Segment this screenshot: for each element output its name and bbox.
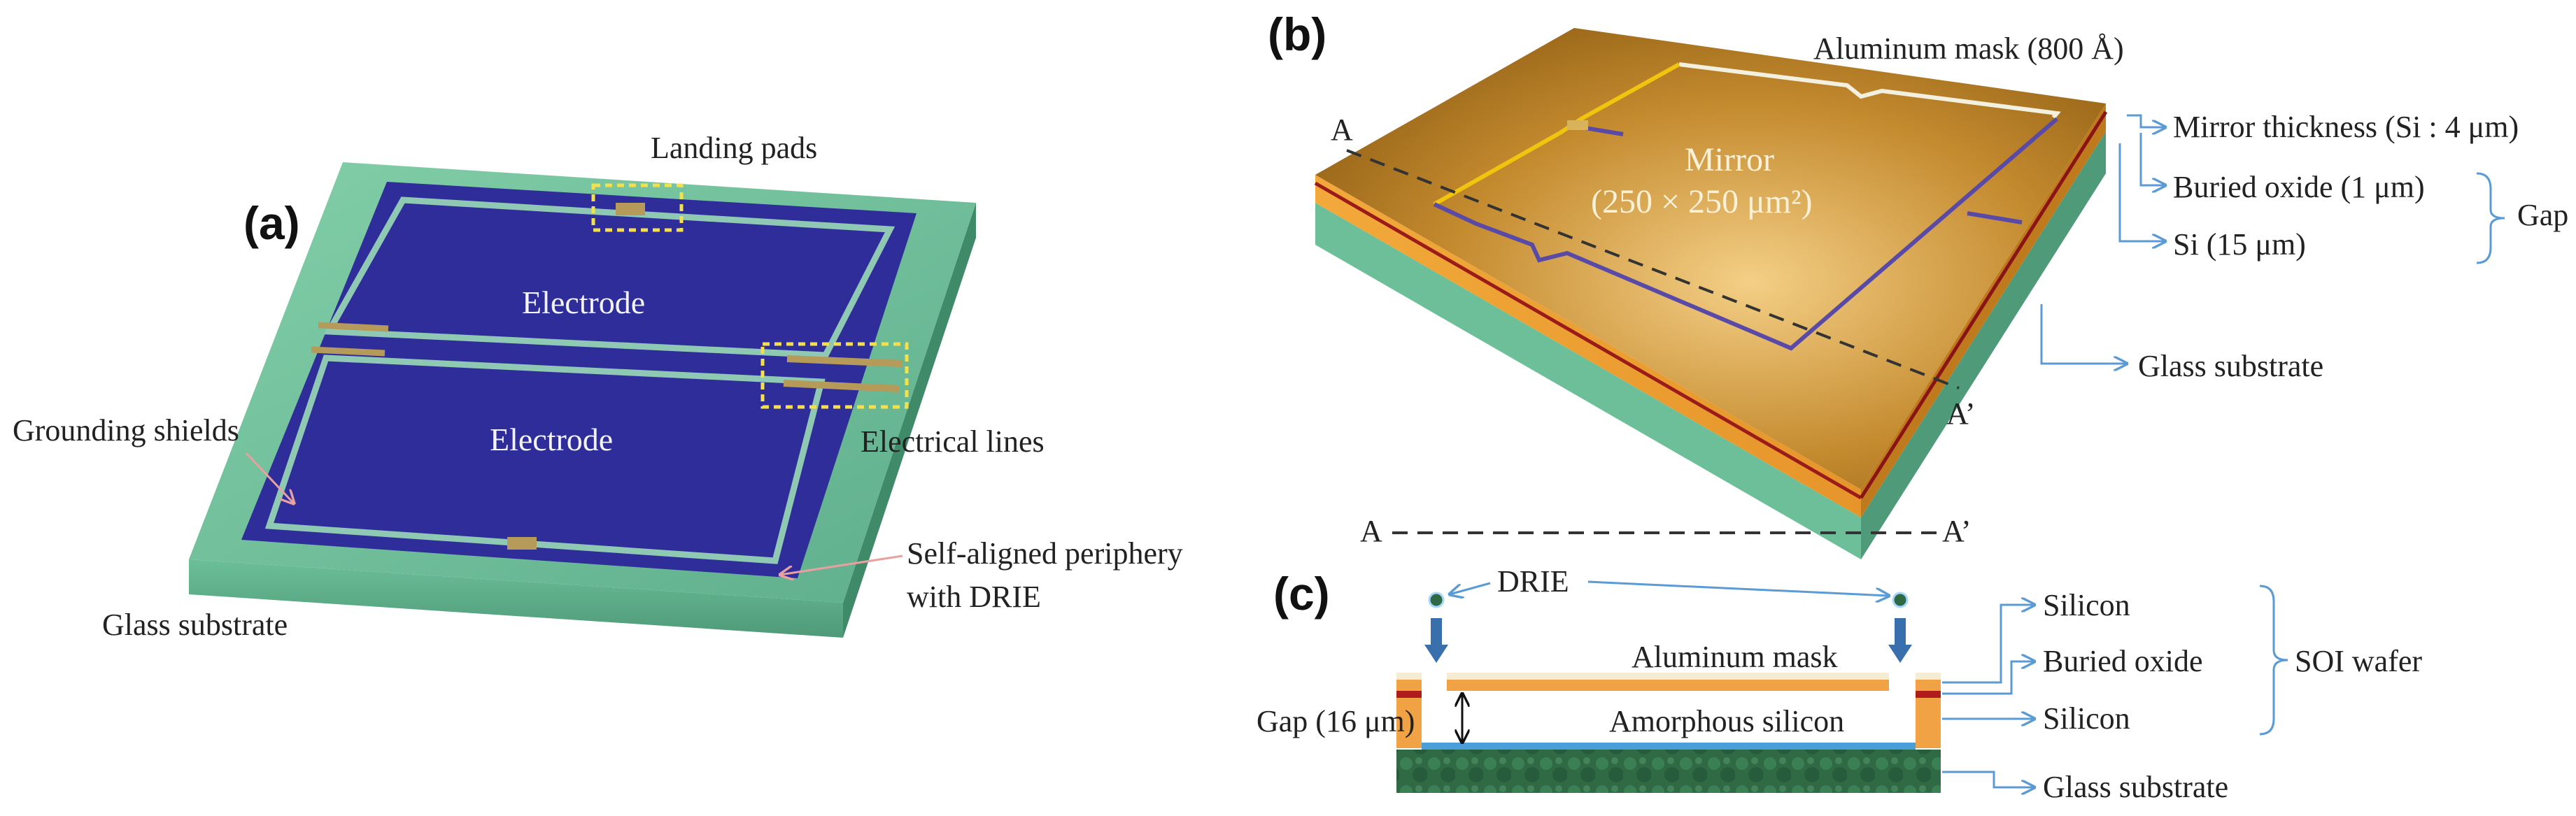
electrical-lines-label: Electrical lines (861, 424, 1045, 459)
amorphous-silicon-layer (1422, 743, 1916, 750)
panel-c: A A’ (c) DRIE Aluminum mask Amorphous si… (1257, 514, 2422, 804)
drie-arrow-right-head (1888, 645, 1912, 663)
buried-oxide-leader-b (2139, 133, 2165, 185)
panel-b: (b) Aluminum mask (800 Å) Mirror (250 × … (1268, 8, 2568, 559)
amorphous-silicon-label: Amorphous silicon (1609, 704, 1844, 738)
panel-b-label: (b) (1268, 8, 1326, 60)
glass-substrate-label-a: Glass substrate (102, 608, 288, 642)
electrode-bottom-label: Electrode (490, 422, 613, 457)
drie-source-right (1892, 592, 1909, 608)
mirror-silicon-right (1916, 680, 1941, 691)
buried-oxide-leader-c (1942, 661, 2034, 695)
chip-glass-right (1861, 131, 2106, 559)
electrical-line-1 (786, 355, 903, 367)
mirror-outline-white (1678, 62, 2061, 119)
buried-oxide-left (1396, 691, 1422, 698)
aluminum-mask-label-c: Aluminum mask (1632, 640, 1838, 674)
panel-c-label: (c) (1273, 568, 1330, 620)
glass-substrate-side-right (843, 203, 976, 638)
buried-oxide-label-c: Buried oxide (2043, 644, 2203, 678)
gap-brace (2476, 172, 2505, 264)
section-a-label-c: A (1360, 514, 1382, 548)
silicon-top-label: Silicon (2043, 588, 2130, 622)
mirror-label-line2: (250 × 250 μm²) (1591, 183, 1813, 220)
grounding-shields-label: Grounding shields (13, 413, 239, 448)
glass-substrate-side-front (189, 559, 843, 638)
glass-substrate-label-c: Glass substrate (2043, 770, 2228, 804)
grounding-shields-leader (245, 452, 294, 503)
mirror-label-line1: Mirror (1685, 141, 1774, 178)
buried-oxide-line-right (1859, 110, 2108, 499)
landing-pads-highlight (591, 183, 684, 232)
soi-brace (2259, 585, 2288, 736)
landing-pad-bottom (507, 537, 537, 550)
mirror-thickness-label: Mirror thickness (Si : 4 μm) (2173, 110, 2519, 144)
drie-arrow-left-shaft (1431, 618, 1442, 646)
glass-substrate-leader-b (2040, 304, 2127, 364)
section-a-prime-label-b: A’ (1946, 396, 1976, 431)
mirror-silicon (1447, 680, 1889, 691)
buried-oxide-right (1916, 691, 1941, 698)
panel-a-label: (a) (243, 197, 300, 249)
drie-arrow-left-head (1424, 645, 1448, 663)
aluminum-mask-label: Aluminum mask (800 Å) (1813, 31, 2124, 66)
drie-leader-left (1450, 582, 1491, 594)
aluminum-mask-layer (1447, 673, 1889, 680)
section-a-label-b: A (1331, 113, 1353, 147)
support-silicon-left (1396, 698, 1422, 748)
chip-glass-front (1315, 203, 1861, 559)
silicon-bottom-label: Silicon (2043, 701, 2130, 736)
electrical-line-left-1 (318, 322, 389, 332)
soi-wafer-label: SOI wafer (2295, 644, 2422, 678)
electrode-area (241, 182, 917, 578)
landing-pads-label: Landing pads (651, 131, 817, 165)
grounding-shield-frame-bottom (264, 355, 826, 564)
drie-label: DRIE (1497, 564, 1569, 599)
silicon-top-leader (1942, 605, 2034, 684)
mirror-outline-purple (1433, 117, 2058, 351)
si-label-b: Si (15 μm) (2173, 227, 2306, 262)
electrical-line-2 (783, 380, 900, 392)
mirror-pad-left (1567, 120, 1588, 130)
buried-oxide-line (1314, 181, 1862, 500)
glass-substrate-label-b: Glass substrate (2138, 349, 2323, 383)
electrical-lines-highlight (760, 342, 909, 409)
gap-16-label: Gap (16 μm) (1257, 704, 1415, 738)
aluminum-mask-layer-right (1916, 673, 1941, 680)
electrical-line-left-2 (311, 346, 385, 357)
periphery-label-line1: Self-aligned periphery (907, 536, 1183, 571)
electrode-top-label: Electrode (522, 285, 645, 320)
support-silicon-right (1916, 698, 1941, 748)
landing-pad-top (616, 203, 645, 215)
gap-label-b: Gap (2517, 198, 2568, 232)
glass-substrate-leader-c (1942, 771, 2034, 787)
section-line-aa (1346, 149, 1960, 389)
panel-a: Electrode Electrode (a) Landing pads Gro… (13, 131, 1183, 642)
aluminum-mask-layer-left (1396, 673, 1422, 680)
grounding-shield-frame-top (323, 196, 896, 359)
si-leader-b (2118, 143, 2165, 241)
drie-leader-right (1587, 580, 1889, 596)
mirror-thickness-leader (2127, 114, 2165, 127)
drie-source-left (1428, 592, 1445, 608)
mirror-silicon-left (1396, 680, 1422, 691)
glass-substrate-c (1396, 750, 1941, 793)
chip-top-surface (1315, 28, 2106, 489)
section-a-prime-label-c: A’ (1942, 514, 1972, 548)
drie-arrow-right-shaft (1895, 618, 1906, 646)
mirror-electrical-line-2 (1967, 211, 2023, 224)
periphery-label-line2: with DRIE (907, 580, 1041, 614)
buried-oxide-label-b: Buried oxide (1 μm) (2173, 170, 2425, 204)
periphery-leader (780, 554, 903, 575)
